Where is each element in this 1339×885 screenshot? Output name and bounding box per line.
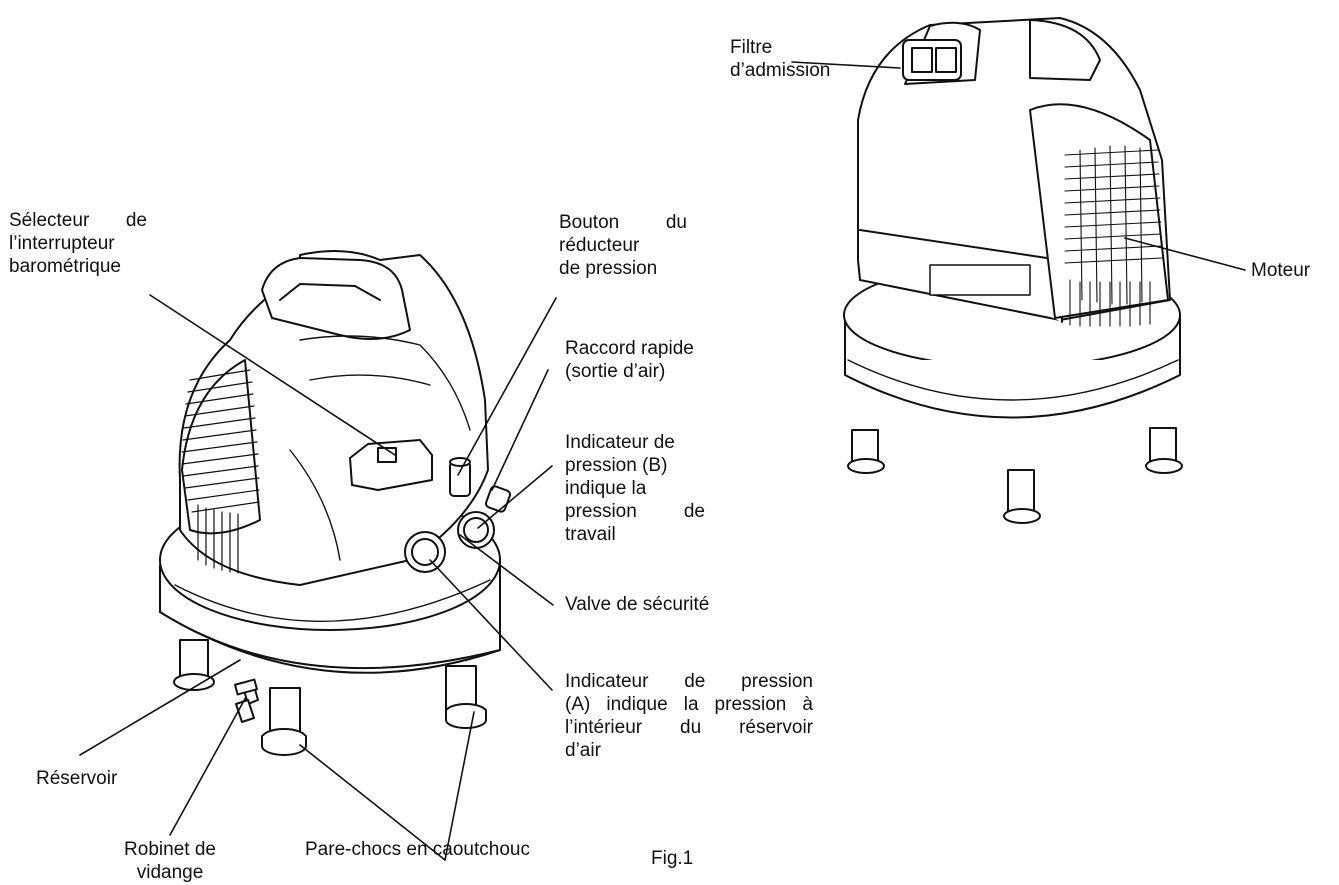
label-gauge-a: Indicateur de pression (A) indique la pr… (565, 670, 813, 762)
leader-drain-valve (169, 696, 247, 836)
label-line: Réservoir (36, 768, 118, 789)
label-line: de pression (559, 258, 658, 279)
leader-gauge-b (477, 465, 553, 529)
label-line: Valve de sécurité (565, 594, 710, 615)
label-line: d’admission (730, 60, 831, 81)
label-line: Indicateur de (565, 432, 675, 453)
label-line: pression (B) (565, 455, 668, 476)
label-line: l’intérieur du réservoir (565, 717, 813, 738)
gauge-b-illustration (457, 511, 495, 549)
rubber-foot (1003, 469, 1041, 524)
label-tank: Réservoir (36, 767, 117, 790)
label-line: vidange (136, 862, 204, 883)
pressure-switch-illustration (349, 439, 433, 491)
label-line: Sélecteur de (9, 210, 147, 231)
label-line: (sortie d’air) (565, 361, 666, 382)
rubber-foot (261, 687, 307, 756)
rear-compressor-illustration (843, 17, 1183, 524)
front-compressor-illustration (159, 250, 512, 756)
rubber-foot (1145, 427, 1183, 474)
leader-lines (79, 61, 1246, 861)
regulator-knob-illustration (449, 457, 471, 497)
label-line: Robinet de (124, 839, 216, 860)
label-gauge-b: Indicateur de pression (B) indique la pr… (565, 431, 705, 546)
label-quick-coupler: Raccord rapide (sortie d’air) (565, 337, 694, 383)
leader-regulator-knob (457, 297, 557, 476)
quick-coupler-illustration (484, 485, 512, 513)
label-line: d’air (565, 740, 601, 761)
gauge-a-illustration (404, 531, 446, 573)
label-drain-valve: Robinet de vidange (110, 838, 230, 884)
leader-pressure-switch (149, 294, 396, 456)
shroud-illustration (857, 17, 1171, 323)
label-line: réducteur (559, 235, 640, 256)
rubber-foot (847, 429, 885, 474)
label-line: indique la (565, 478, 647, 499)
label-motor: Moteur (1251, 259, 1310, 282)
label-line: l’interrupteur (9, 233, 115, 254)
label-line: Indicateur de pression (565, 671, 813, 692)
label-pressure-switch-selector: Sélecteur de l’interrupteur barométrique (9, 209, 147, 278)
label-regulator-knob: Bouton du réducteur de pression (559, 211, 687, 280)
label-line: Filtre (730, 37, 773, 58)
label-intake-filter: Filtre d’admission (730, 36, 830, 82)
leader-safety-valve (459, 534, 554, 606)
rubber-foot (445, 665, 487, 729)
label-line: Raccord rapide (565, 338, 694, 359)
leader-tank (79, 659, 241, 756)
drain-valve-illustration (234, 678, 259, 723)
leader-intake-filter (791, 61, 901, 69)
leader-motor (1124, 237, 1246, 271)
label-safety-valve: Valve de sécurité (565, 593, 709, 616)
figure-caption: Fig.1 (651, 848, 694, 869)
label-line: travail (565, 524, 616, 545)
leader-gauge-a (429, 559, 553, 691)
label-line: barométrique (9, 256, 121, 277)
rubber-foot (173, 639, 215, 691)
label-line: Pare-chocs en caoutchouc (305, 839, 530, 860)
label-line: pression de (565, 501, 705, 522)
label-line: (A) indique la pression à (565, 694, 813, 715)
leader-quick-coupler (491, 369, 549, 491)
label-line: Bouton du (559, 212, 687, 233)
leader-bumper-2 (444, 711, 475, 861)
intake-filter-illustration (902, 39, 962, 81)
leader-bumper-1 (299, 744, 446, 861)
label-line: Moteur (1251, 260, 1311, 281)
label-rubber-bumpers: Pare-chocs en caoutchouc (305, 838, 530, 861)
